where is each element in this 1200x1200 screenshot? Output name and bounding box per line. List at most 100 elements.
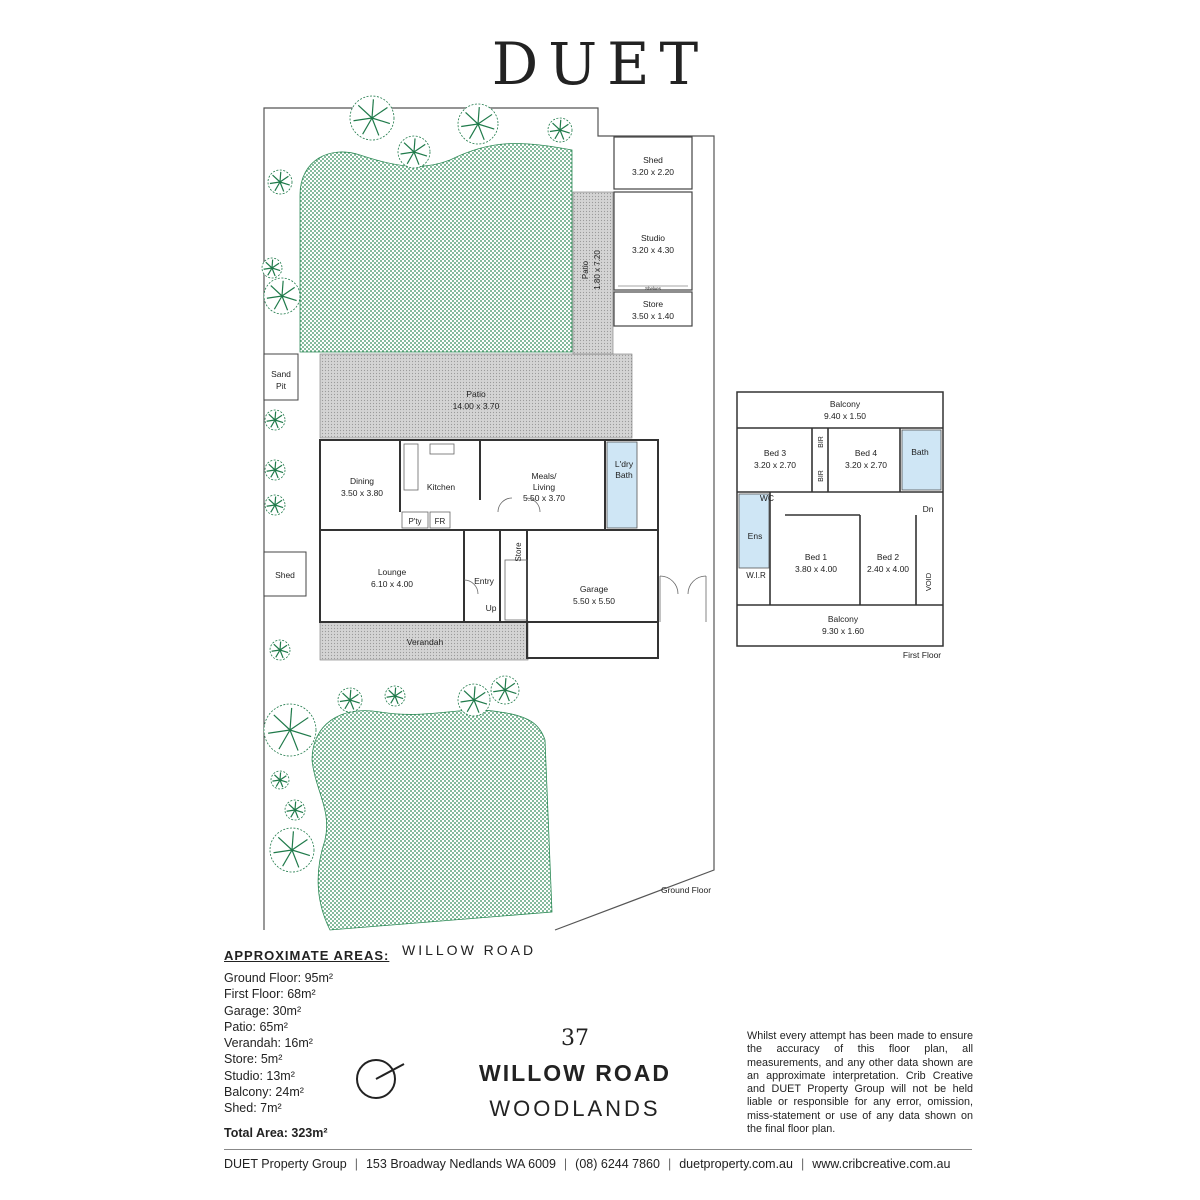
room-label: Patio	[466, 389, 486, 399]
footer-item: 153 Broadway Nedlands WA 6009	[365, 1157, 556, 1171]
duet-monogram-icon	[356, 1059, 405, 1099]
room-label: Garage	[580, 584, 609, 594]
tree-icon	[397, 135, 431, 169]
tree-icon	[264, 459, 286, 481]
room-label: Ens	[748, 531, 763, 541]
room-label: VOID	[924, 572, 933, 591]
address-number: 37	[561, 1026, 589, 1051]
room-dims: 3.50 x 1.40	[632, 311, 674, 321]
area-label: Ground Floor:	[224, 971, 305, 985]
footer-separator: |	[800, 1157, 805, 1171]
tree-icon	[384, 685, 406, 707]
studio-outline	[613, 191, 693, 291]
sand-pit-outline	[263, 353, 299, 401]
room-dims: 1.80 x 7.20	[593, 250, 602, 290]
area-value: 30m²	[272, 1003, 302, 1018]
room-label: Balcony	[828, 614, 859, 624]
street-label: WILLOW ROAD	[402, 942, 537, 958]
area-label: Studio:	[224, 1068, 267, 1083]
footer-item: DUET Property Group	[224, 1157, 347, 1171]
front-lawn	[311, 709, 553, 931]
area-row: Store: 5m²	[224, 1051, 333, 1067]
area-label: Patio:	[224, 1019, 260, 1034]
areas-total: Total Area: 323m²	[224, 1126, 328, 1140]
room-dims: Pit	[276, 381, 287, 391]
tree-icon	[264, 409, 286, 431]
tree-icon	[284, 799, 306, 821]
tree-icon	[263, 277, 301, 315]
room-label: Verandah	[407, 637, 444, 647]
room-label: Bath	[911, 447, 929, 457]
area-label: Store:	[224, 1052, 261, 1067]
footer-item: (08) 6244 7860	[575, 1157, 660, 1171]
room-label: Bed 3	[764, 448, 786, 458]
footer: DUET Property Group | 153 Broadway Nedland…	[224, 1157, 984, 1171]
main-patio-paving	[319, 353, 633, 439]
footer-item: www.cribcreative.com.au	[812, 1157, 951, 1171]
room-label: Kitchen	[427, 482, 456, 492]
room-label: Dining	[350, 476, 374, 486]
rear-store-outline	[613, 291, 693, 327]
area-row: Balcony: 24m²	[224, 1084, 333, 1100]
area-row: Shed: 7m²	[224, 1100, 333, 1116]
room-dims: 6.10 x 4.00	[371, 579, 413, 589]
lot-boundary	[263, 107, 715, 931]
room-label: Sand	[271, 369, 291, 379]
footer-separator: |	[354, 1157, 358, 1171]
ensuite-wet-area	[738, 493, 770, 569]
area-label: Garage:	[224, 1003, 273, 1018]
area-value: 16m²	[284, 1036, 313, 1051]
room-label: Patio	[581, 260, 590, 279]
area-label: Shed:	[224, 1101, 261, 1116]
first-floor-walls	[737, 427, 943, 606]
verandah-paving	[319, 621, 529, 661]
room-label: P'ty	[408, 517, 421, 526]
area-value: 13m²	[266, 1068, 295, 1083]
disclaimer-text: Whilst every attempt has been made to en…	[747, 1030, 973, 1136]
areas-title: APPROXIMATE AREAS:	[224, 948, 390, 963]
area-value: 68m²	[287, 987, 316, 1002]
first-room-labels: Balcony 9.40 x 1.50 Bed 3 3.20 x 2.70 BI…	[746, 399, 941, 660]
room-label: Shed	[275, 570, 295, 580]
tree-icon	[269, 639, 291, 661]
room-label: Bath	[615, 470, 633, 480]
tree-icon	[264, 494, 286, 516]
room-dims: 3.80 x 4.00	[795, 564, 837, 574]
first-floor-label: First Floor	[903, 650, 941, 660]
tree-icon	[261, 257, 283, 279]
room-label: BIR	[818, 470, 825, 482]
footer-separator: |	[563, 1157, 568, 1171]
room-dims: 3.20 x 4.30	[632, 245, 674, 255]
area-row: Studio: 13m²	[224, 1068, 333, 1084]
total-label: Total Area:	[224, 1126, 288, 1140]
room-dims: 5.50 x 3.70	[523, 493, 565, 503]
area-row: Garage: 30m²	[224, 1003, 333, 1019]
room-label: Entry	[474, 576, 495, 586]
room-label: Bed 4	[855, 448, 877, 458]
room-label: L'dry	[615, 459, 634, 469]
area-value: 95m²	[304, 971, 334, 985]
area-value: 7m²	[260, 1101, 282, 1116]
room-dims: 3.20 x 2.70	[845, 460, 887, 470]
area-row: Ground Floor: 95m²	[224, 970, 333, 986]
room-label: Store	[514, 542, 523, 562]
tree-icon	[349, 95, 395, 141]
room-label: W.I.R	[746, 571, 766, 580]
area-value: 65m²	[259, 1019, 288, 1034]
room-label: Studio	[641, 233, 665, 243]
tree-icon	[457, 683, 491, 717]
side-patio-paving	[572, 191, 614, 355]
total-value: 323m²	[291, 1126, 328, 1140]
tree-icon	[457, 103, 499, 145]
tree-icon	[269, 827, 315, 873]
room-dims: 9.40 x 1.50	[824, 411, 866, 421]
room-dims: 5.50 x 5.50	[573, 596, 615, 606]
area-value: 5m²	[260, 1052, 283, 1067]
tree-icon	[547, 117, 573, 143]
side-shed-outline	[263, 551, 307, 597]
first-bath-wet-area	[901, 429, 942, 491]
trees	[261, 95, 573, 873]
room-dims: 3.20 x 2.20	[632, 167, 674, 177]
room-dims: 3.50 x 3.80	[341, 488, 383, 498]
